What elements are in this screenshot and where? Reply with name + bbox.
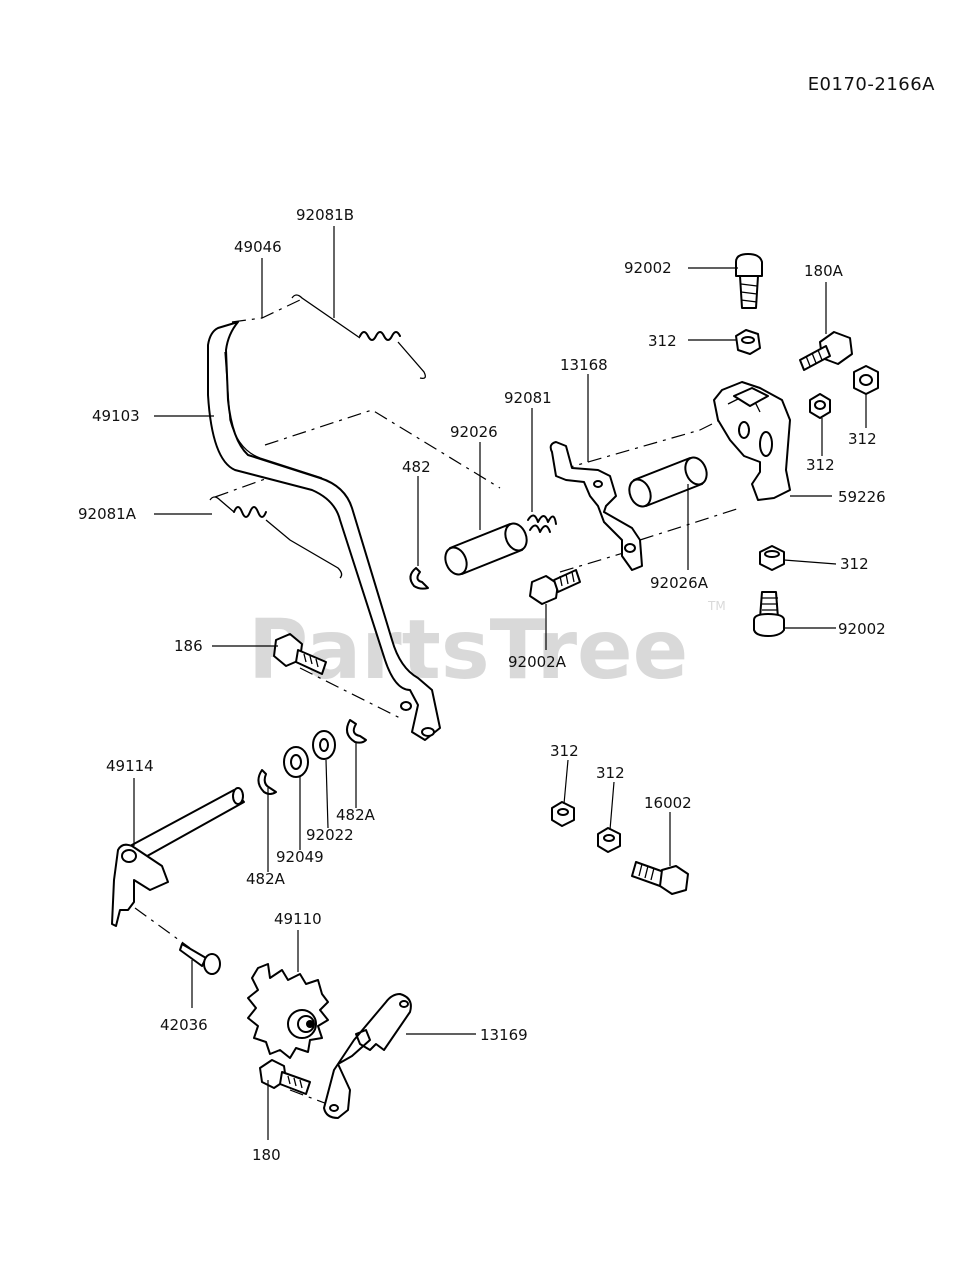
callout-312-e: 312 [550,742,579,760]
callout-59226: 59226 [838,488,886,506]
pin-92026A [628,456,708,508]
callout-49046: 49046 [234,238,282,256]
callout-49103: 49103 [92,407,140,425]
callout-92081: 92081 [504,389,552,407]
bolt-180A [799,331,853,371]
screw-42036 [179,943,221,975]
callout-482A-left: 482A [246,870,286,888]
callout-labels: 92081B 49046 49103 92081A 186 49114 482A… [78,206,886,1164]
bolt-16002 [631,861,689,895]
callout-16002: 16002 [644,794,692,812]
nut-312-a [735,329,761,355]
watermark-trademark: TM [707,599,726,613]
callout-92002A: 92002A [508,653,567,671]
plate-59226 [713,381,791,501]
bolt-92002-right [753,591,785,637]
callout-186: 186 [174,637,203,655]
nut-312-d [759,545,785,571]
callout-312-f: 312 [596,764,625,782]
clip-482 [409,567,429,590]
spring-92081B [291,294,426,380]
bushing-92049 [283,746,309,778]
leader-lines [133,226,867,1140]
callout-92081A: 92081A [78,505,137,523]
callout-49110: 49110 [274,910,322,928]
spring-92081A [209,496,343,579]
callout-92002-right: 92002 [838,620,886,638]
nut-312-b [853,365,879,395]
callout-92026A: 92026A [650,574,709,592]
callout-312-a: 312 [648,332,677,350]
clip-482A-left [257,769,277,795]
nut-312-f [597,827,621,853]
callout-312-c: 312 [806,456,835,474]
callout-482: 482 [402,458,431,476]
pin-92026 [444,522,528,576]
spring-92081 [527,514,557,533]
nut-312-c [809,393,831,419]
callout-13169: 13169 [480,1026,528,1044]
callout-92081B: 92081B [296,206,354,224]
callout-180A: 180A [804,262,844,280]
callout-312-d: 312 [840,555,869,573]
bolt-186 [273,633,327,675]
watermark: PartsTree [248,603,688,698]
washer-92022 [312,730,336,760]
nut-312-e [551,801,575,827]
bolt-92002A [529,569,581,605]
diagram-code: E0170-2166A [808,74,935,95]
bracket-13168 [549,441,643,571]
callout-92022: 92022 [306,826,354,844]
sprocket-49110 [247,963,329,1059]
callout-42036: 42036 [160,1016,208,1034]
shaft-49114 [111,787,245,927]
clip-482A-right [345,719,367,744]
callout-92049: 92049 [276,848,324,866]
callout-180: 180 [252,1146,281,1164]
bolt-92002-top [735,253,763,309]
callout-92026: 92026 [450,423,498,441]
callout-13168: 13168 [560,356,608,374]
callout-482A-right: 482A [336,806,376,824]
callout-312-b: 312 [848,430,877,448]
bracket-13169 [323,993,412,1119]
callout-49114: 49114 [106,757,154,775]
callout-92002-top: 92002 [624,259,672,277]
bolt-180 [259,1059,311,1095]
lever-49103 [207,321,441,741]
